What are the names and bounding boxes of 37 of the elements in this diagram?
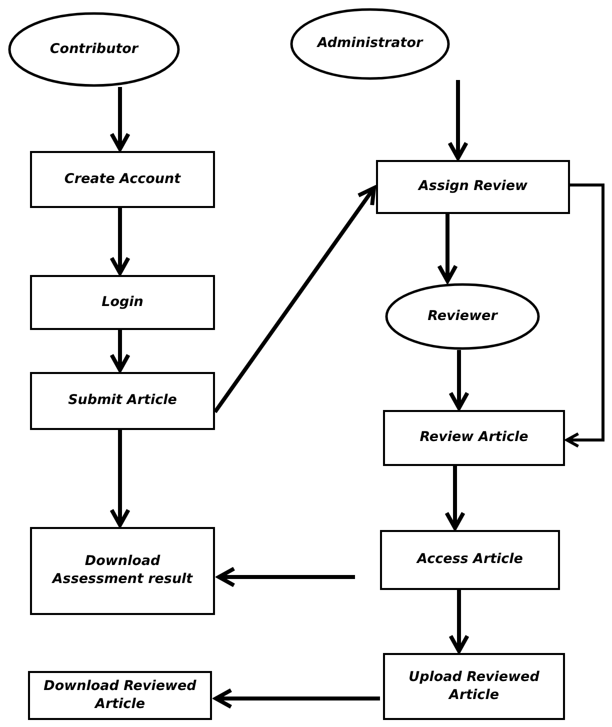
arrow: [448, 80, 468, 160]
process-box: [30, 275, 215, 330]
process-box: [376, 160, 570, 214]
node-label: Access Article: [415, 551, 524, 569]
arrow: [110, 208, 130, 275]
arrow: [217, 566, 355, 588]
arrow: [214, 688, 380, 709]
arrow: [110, 87, 130, 151]
node-label: Download Reviewed Article: [42, 678, 198, 714]
arrow: [213, 186, 376, 414]
arrow: [437, 214, 458, 283]
node-label: Reviewer: [426, 308, 499, 326]
node-label: Contributor: [48, 40, 140, 58]
actor-ellipse: [385, 283, 540, 350]
process-box: [30, 527, 215, 615]
process-box: [383, 410, 565, 466]
arrow: [566, 184, 604, 448]
process-box: [30, 151, 215, 208]
node-label: Upload Reviewed Article: [408, 668, 540, 704]
node-label: Assign Review: [416, 178, 529, 196]
node-label: Create Account: [63, 170, 182, 188]
arrow: [448, 590, 470, 653]
arrow: [444, 466, 466, 530]
process-box: [383, 653, 565, 720]
actor-ellipse: [290, 8, 450, 80]
node-label: Download Assessment result: [50, 553, 194, 589]
node-label: Login: [100, 294, 144, 312]
arrow: [448, 350, 470, 410]
process-box: [30, 372, 215, 430]
node-label: Submit Article: [67, 392, 178, 410]
process-box: [380, 530, 560, 590]
actor-ellipse: [8, 12, 180, 87]
node-label: Review Article: [418, 429, 530, 447]
arrow: [110, 430, 130, 527]
arrow: [110, 330, 130, 372]
node-label: Administrator: [316, 35, 424, 53]
process-box: [28, 671, 212, 720]
